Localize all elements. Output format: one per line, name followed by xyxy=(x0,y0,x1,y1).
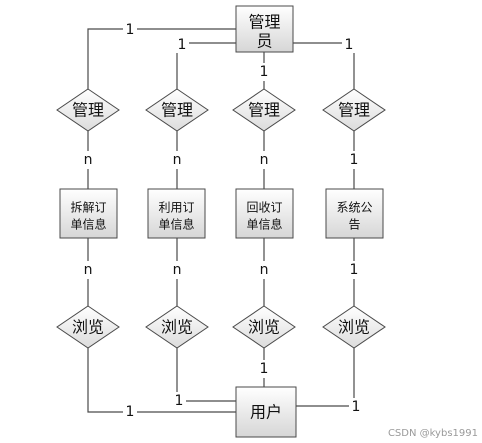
cardinality-browse-user-3: 1 xyxy=(260,361,269,377)
relation-browse-1: 浏览 xyxy=(56,305,120,349)
cardinality-admin-edge-2: 1 xyxy=(178,37,187,53)
cardinality-admin-edge-3: 1 xyxy=(260,64,269,80)
cardinality-browse-user-2: 1 xyxy=(175,393,184,409)
relation-manage-4-label: 管理 xyxy=(338,101,370,120)
relation-manage-3-label: 管理 xyxy=(248,101,280,120)
cardinality-admin-edge-4: 1 xyxy=(345,37,354,53)
cardinality-recycle-browse: n xyxy=(260,262,269,278)
cardinality-browse-user-4: 1 xyxy=(352,399,361,415)
entity-disassembly-order: 拆解订 单信息 xyxy=(59,188,118,239)
relation-browse-4: 浏览 xyxy=(322,305,386,349)
relation-manage-3: 管理 xyxy=(232,88,296,132)
cardinality-manage-disassembly: n xyxy=(84,152,93,168)
cardinality-disassembly-browse: n xyxy=(84,262,93,278)
connector-lines xyxy=(87,28,355,413)
cardinality-labels: 1 1 1 1 n n n 1 n n n 1 1 1 1 1 xyxy=(81,20,363,421)
entity-recycle-order-line1: 回收订 xyxy=(246,201,282,215)
relation-manage-2-label: 管理 xyxy=(161,101,193,120)
relation-manage-2: 管理 xyxy=(145,88,209,132)
edge-browse-user-4 xyxy=(296,348,355,407)
watermark-text: CSDN @kybs1991 xyxy=(388,428,478,439)
entity-disassembly-order-line1: 拆解订 xyxy=(70,200,106,215)
relation-browse-2: 浏览 xyxy=(145,305,209,349)
relation-manage-1: 管理 xyxy=(56,88,120,132)
entity-system-announcement: 系统公 告 xyxy=(325,188,384,239)
relation-manage-4: 管理 xyxy=(322,88,386,132)
cardinality-browse-user-1: 1 xyxy=(126,404,135,420)
entity-admin: 管理 员 xyxy=(235,5,294,53)
relation-browse-4-label: 浏览 xyxy=(338,318,370,337)
entity-recycle-order-line2: 单信息 xyxy=(246,217,282,232)
entity-usage-order-line2: 单信息 xyxy=(158,217,194,232)
cardinality-announcement-browse: 1 xyxy=(350,262,359,278)
cardinality-usage-browse: n xyxy=(173,262,182,278)
entity-disassembly-order-line2: 单信息 xyxy=(70,217,106,232)
cardinality-manage-announcement: 1 xyxy=(350,152,359,168)
relation-browse-3-label: 浏览 xyxy=(248,318,280,337)
entity-system-announcement-line1: 系统公 xyxy=(336,201,372,215)
edge-browse-user-1 xyxy=(87,348,236,413)
entity-admin-label-line1: 管理 xyxy=(248,13,280,32)
entity-user-label: 用户 xyxy=(250,403,282,422)
relation-browse-3: 浏览 xyxy=(232,305,296,349)
cardinality-manage-usage: n xyxy=(173,152,182,168)
relation-browse-1-label: 浏览 xyxy=(72,318,104,337)
entity-usage-order: 利用订 单信息 xyxy=(147,188,206,239)
entity-admin-label-line2: 员 xyxy=(256,32,272,51)
entity-system-announcement-line2: 告 xyxy=(348,218,360,232)
entity-recycle-order: 回收订 单信息 xyxy=(235,188,294,239)
edge-admin-manage-1 xyxy=(87,28,236,89)
relation-manage-1-label: 管理 xyxy=(72,101,104,120)
entity-user: 用户 xyxy=(235,386,297,438)
cardinality-manage-recycle: n xyxy=(260,152,269,168)
cardinality-admin-edge-1: 1 xyxy=(126,22,135,38)
entity-usage-order-line1: 利用订 xyxy=(158,201,194,215)
relation-browse-2-label: 浏览 xyxy=(161,318,193,337)
